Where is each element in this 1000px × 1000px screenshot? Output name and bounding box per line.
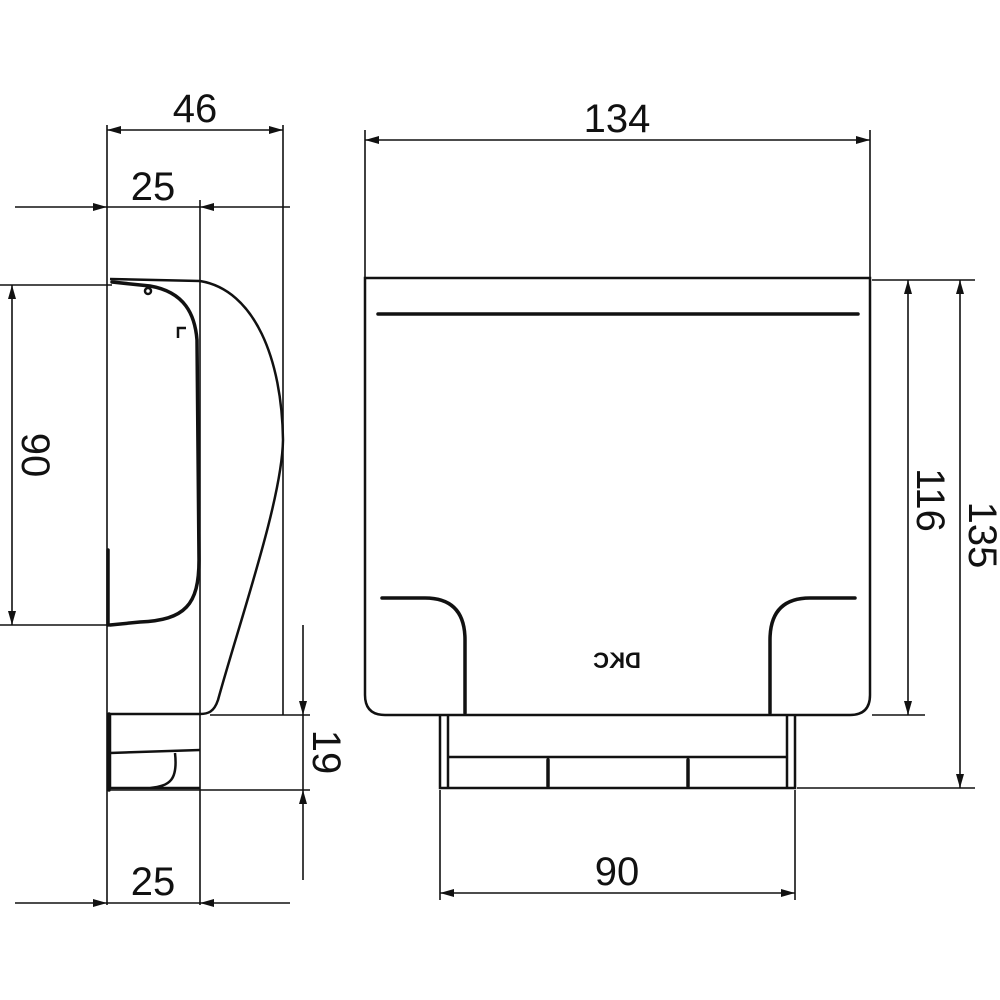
front-view: 134 DKC 116 135 90	[363, 97, 1000, 900]
dimension-label-116: 116	[908, 468, 952, 532]
dimension-label-19: 19	[304, 730, 348, 775]
dimension-label-135: 135	[960, 502, 1000, 569]
dkc-logo: DKC	[593, 648, 641, 673]
side-view: 46 25 90 19 25	[0, 87, 348, 907]
dimension-label-90-vertical: 90	[13, 433, 57, 478]
dimension-label-25-top: 25	[131, 165, 176, 209]
svg-text:DKC: DKC	[593, 648, 641, 673]
dimension-label-46: 46	[173, 87, 218, 131]
dimension-label-134: 134	[584, 97, 651, 141]
dimension-label-90-base: 90	[595, 850, 640, 894]
dimension-label-25-bottom: 25	[131, 860, 176, 904]
